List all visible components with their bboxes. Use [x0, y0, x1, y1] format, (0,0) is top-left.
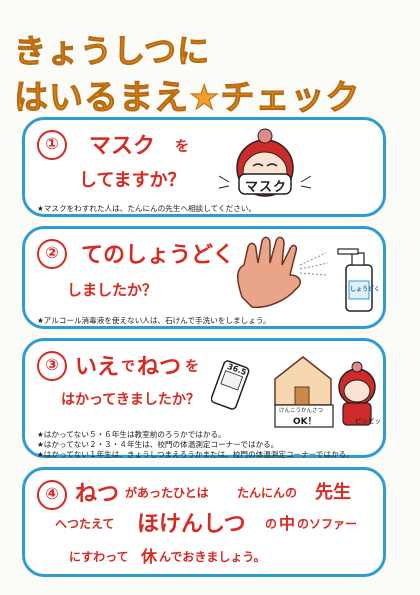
check-card-temperature: ③ いえ で ねつ を はかってきましたか？ 36.5 けんこうかんさつ OK！…	[22, 338, 386, 459]
note-temperature-1: ★はかってない５・６年生は教室前のろうかではかる。	[37, 430, 226, 439]
health-check-card-label: けんこうかんさつ	[279, 408, 324, 414]
check-card-mask: ① マスク を してますか？ マスク ★マスクをわすれた人は、たんにんの先生へ相…	[22, 117, 386, 217]
heading-mask: マスク	[89, 134, 156, 159]
beep-sound-text: ピッピッ	[355, 417, 381, 425]
text-sit: にすわって	[69, 550, 129, 564]
text-sofa: のソファー	[297, 517, 358, 531]
check-card-fever-action: ④ ねつ があったひとは たんにんの 先生 へつたえて ほけんしつ の 中 のソ…	[22, 467, 386, 577]
text-particle-no: の	[265, 517, 278, 531]
text-fever: ねつ	[75, 482, 120, 507]
item-number: ④	[37, 480, 67, 510]
note-handwash: ★アルコール消毒液を使えない人は、石けんで手洗いをしましょう。	[37, 316, 271, 325]
mask-illustration-label: マスク	[245, 180, 288, 195]
text-tell: へつたえて	[55, 517, 115, 531]
text-if-fever: があったひとは	[125, 486, 209, 500]
text-nurse-office: ほけんしつ	[137, 512, 246, 537]
heading-question: してますか？	[79, 170, 186, 191]
text-rest: 休	[141, 547, 158, 566]
hand-and-sanitizer-illustration	[237, 236, 373, 312]
heading-fever: ねつ	[137, 355, 182, 380]
mask-girl-illustration	[218, 128, 312, 197]
heading-home: いえ	[75, 355, 120, 380]
heading-question: しましたか？	[67, 281, 158, 299]
note-temperature-2: ★はかってない２・３・４年生は、校門の体温測定コーナーではかる。	[37, 440, 279, 449]
item-number: ③	[37, 351, 67, 381]
thermometer-house-illustration	[211, 356, 376, 428]
health-check-ok: OK！	[293, 417, 317, 427]
check-card-handwash: ② てのしょうどく しましたか？ しょうどく ★アルコール消毒液を使えない人は、…	[22, 226, 386, 329]
heading-particle-wo: を	[185, 359, 199, 375]
title-line-1: きょうしつに	[14, 32, 211, 71]
heading-particle: を	[175, 139, 189, 155]
heading-question: はかってきましたか？	[61, 392, 200, 408]
sanitizer-label: しょうどく	[350, 286, 380, 293]
text-homeroom: たんにんの	[237, 486, 298, 500]
item-number: ②	[37, 239, 67, 269]
title-line-2: はいるまえ★チェック	[14, 78, 361, 119]
heading-particle-de: で	[121, 359, 135, 375]
text-teacher: 先生	[315, 482, 351, 503]
note-temperature-3: ★はかってない１年生は、きょうしつまえろうかまたは、校門の体温測定コーナーではか…	[37, 450, 354, 459]
heading-hand-sanitize: てのしょうどく	[81, 243, 235, 268]
text-rest-rest: んでおきましょう。	[159, 550, 266, 564]
text-inside: 中	[279, 514, 296, 533]
item-number: ①	[37, 130, 67, 160]
note-mask: ★マスクをわすれた人は、たんにんの先生へ相談してください。	[37, 204, 256, 213]
